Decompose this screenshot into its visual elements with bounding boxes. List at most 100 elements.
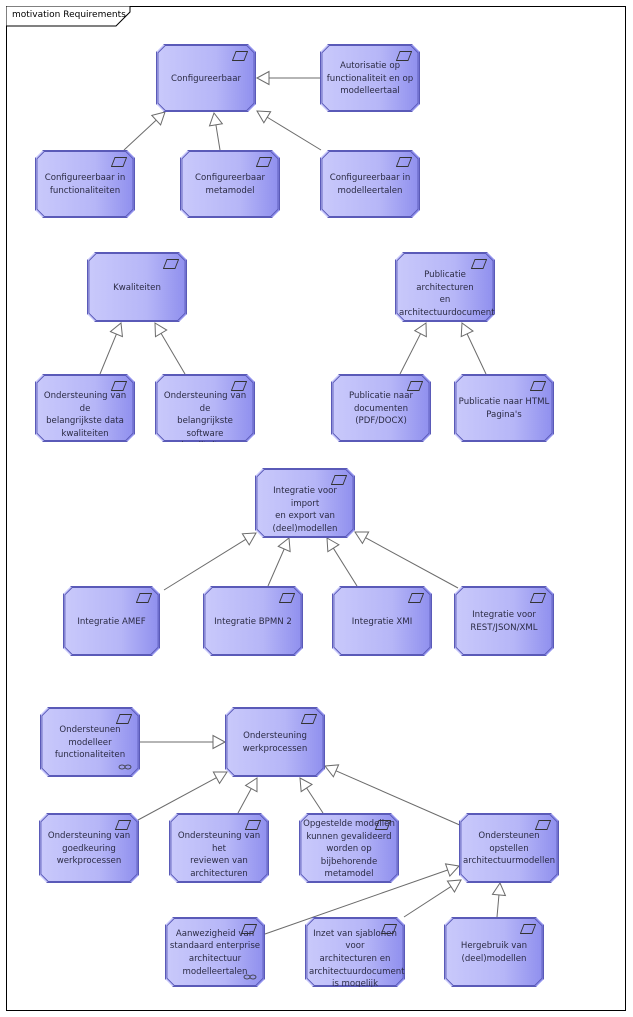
requirement-conf-modelleertalen[interactable]: Configureerbaar in modelleertalen bbox=[320, 150, 420, 218]
requirement-label: Ondersteunen opstellen architectuurmodel… bbox=[463, 831, 556, 867]
requirement-label: Integratie voor import en export van (de… bbox=[272, 486, 338, 534]
requirement-outline bbox=[40, 814, 138, 882]
requirement-label: Ondersteunen modelleer functionaliteiten bbox=[54, 725, 126, 761]
requirement-parallelogram-icon bbox=[331, 475, 347, 485]
requirement-outline bbox=[88, 253, 186, 321]
requirement-parallelogram-icon bbox=[530, 593, 546, 603]
requirement-outline bbox=[41, 708, 139, 776]
requirement-label: Ondersteuning van het reviewen van archi… bbox=[177, 831, 261, 879]
requirement-label: Publicatie naar documenten (PDF/DOCX) bbox=[349, 391, 413, 427]
requirement-autorisatie[interactable]: Autorisatie op functionaliteit en op mod… bbox=[320, 44, 420, 112]
requirement-parallelogram-icon bbox=[115, 820, 131, 830]
requirement-integratie-xmi[interactable]: Integratie XMI bbox=[332, 586, 432, 656]
requirement-integratie-amef[interactable]: Integratie AMEF bbox=[63, 586, 160, 656]
requirement-parallelogram-icon bbox=[396, 157, 412, 167]
relation-inzet-sjablonen-to-ondersteunen-opstellen bbox=[403, 879, 462, 918]
requirement-ondersteunen-opstellen[interactable]: Ondersteunen opstellen architectuurmodel… bbox=[459, 813, 559, 883]
requirement-ondersteuning-data[interactable]: Ondersteuning van de belangrijkste data … bbox=[35, 374, 135, 442]
relation-integratie-amef-to-integratie bbox=[163, 532, 257, 591]
requirement-parallelogram-icon bbox=[381, 924, 397, 934]
requirement-outline bbox=[36, 151, 134, 217]
requirement-outline bbox=[256, 469, 354, 537]
requirement-ondersteuning-werkprocessen[interactable]: Ondersteuning werkprocessen bbox=[225, 707, 325, 777]
relation-publicatie-documenten-to-publicatie bbox=[399, 322, 427, 375]
requirement-label: Integratie AMEF bbox=[77, 616, 146, 627]
requirement-ondersteuning-goedkeuring[interactable]: Ondersteuning van goedkeuring werkproces… bbox=[39, 813, 139, 883]
requirement-outline bbox=[396, 253, 494, 321]
requirement-parallelogram-icon bbox=[396, 51, 412, 61]
requirement-kwaliteiten[interactable]: Kwaliteiten bbox=[87, 252, 187, 322]
requirement-outline bbox=[181, 151, 279, 217]
requirement-integratie[interactable]: Integratie voor import en export van (de… bbox=[255, 468, 355, 538]
requirement-label: Kwaliteiten bbox=[113, 282, 161, 293]
requirement-integratie-rest[interactable]: Integratie voor REST/JSON/XML bbox=[454, 586, 554, 656]
requirement-outline bbox=[157, 45, 255, 111]
requirement-label: Ondersteuning van de belangrijkste data … bbox=[43, 391, 127, 439]
requirement-label: Configureerbaar in modelleertalen bbox=[329, 173, 411, 196]
requirement-label: Hergebruik van (deel)modellen bbox=[460, 941, 528, 964]
requirement-label: Ondersteuning werkprocessen bbox=[242, 731, 308, 754]
requirement-outline bbox=[36, 375, 134, 441]
relation-ondersteuning-data-to-kwaliteiten bbox=[99, 322, 124, 375]
requirement-opgestelde-modellen[interactable]: Opgestelde modellen kunnen gevalideerd w… bbox=[299, 813, 399, 883]
requirement-label: Opgestelde modellen kunnen gevalideerd w… bbox=[303, 819, 395, 880]
requirement-ondersteunen-modelleer[interactable]: Ondersteunen modelleer functionaliteiten bbox=[40, 707, 140, 777]
requirement-parallelogram-icon bbox=[111, 381, 127, 391]
requirement-outline bbox=[300, 814, 398, 882]
requirement-parallelogram-icon bbox=[535, 820, 551, 830]
requirement-hergebruik[interactable]: Hergebruik van (deel)modellen bbox=[444, 917, 544, 987]
requirement-parallelogram-icon bbox=[245, 820, 261, 830]
relation-aanwezigheid-to-ondersteunen-opstellen bbox=[264, 863, 460, 935]
requirement-label: Ondersteuning van goedkeuring werkproces… bbox=[47, 831, 131, 867]
requirement-ondersteuning-software[interactable]: Ondersteuning van de belangrijkste softw… bbox=[155, 374, 255, 442]
requirement-configureerbaar[interactable]: Configureerbaar bbox=[156, 44, 256, 112]
requirement-label: Integratie BPMN 2 bbox=[214, 616, 292, 627]
requirement-parallelogram-icon bbox=[530, 381, 546, 391]
requirement-label: Configureerbaar in functionaliteiten bbox=[44, 173, 126, 196]
requirement-parallelogram-icon bbox=[116, 714, 132, 724]
requirement-outline bbox=[333, 587, 431, 655]
relation-ondersteuning-reviewen-to-ondersteuning-werkprocessen bbox=[237, 777, 258, 814]
relation-conf-metamodel-to-configureerbaar bbox=[208, 111, 224, 151]
requirement-outline bbox=[226, 708, 324, 776]
diagram-title-tab bbox=[6, 6, 131, 27]
requirement-publicatie-html[interactable]: Publicatie naar HTML Pagina's bbox=[454, 374, 554, 442]
requirement-aanwezigheid[interactable]: Aanwezigheid van standaard enterprise ar… bbox=[165, 917, 265, 987]
requirement-label: Autorisatie op functionaliteit en op mod… bbox=[326, 61, 414, 97]
relation-integratie-rest-to-integratie bbox=[354, 531, 459, 589]
requirement-outline bbox=[64, 587, 159, 655]
requirement-outline bbox=[460, 814, 558, 882]
requirement-inzet-sjablonen[interactable]: Inzet van sjablonen voor architecturen e… bbox=[305, 917, 405, 987]
requirement-parallelogram-icon bbox=[407, 381, 423, 391]
relation-integratie-xmi-to-integratie bbox=[326, 537, 358, 587]
requirement-label: Publicatie architecturen en architectuur… bbox=[399, 270, 506, 318]
requirement-parallelogram-icon bbox=[231, 381, 247, 391]
relation-conf-modelleertalen-to-configureerbaar bbox=[256, 110, 322, 151]
requirement-publicatie-documenten[interactable]: Publicatie naar documenten (PDF/DOCX) bbox=[331, 374, 431, 442]
requirement-label: Integratie XMI bbox=[351, 616, 413, 627]
requirement-parallelogram-icon bbox=[111, 157, 127, 167]
requirement-conf-functionaliteiten[interactable]: Configureerbaar in functionaliteiten bbox=[35, 150, 135, 218]
relation-publicatie-html-to-publicatie bbox=[460, 322, 487, 375]
requirement-label: Configureerbaar bbox=[171, 73, 241, 84]
requirement-parallelogram-icon bbox=[241, 924, 257, 934]
requirement-integratie-bpmn[interactable]: Integratie BPMN 2 bbox=[203, 586, 303, 656]
requirement-outline bbox=[332, 375, 430, 441]
requirement-outline bbox=[455, 375, 553, 441]
link-chain-icon bbox=[243, 974, 257, 980]
requirement-label: Integratie voor REST/JSON/XML bbox=[470, 610, 538, 633]
requirement-parallelogram-icon bbox=[301, 714, 317, 724]
relation-ondersteunen-modelleer-to-ondersteuning-werkprocessen bbox=[140, 734, 227, 750]
requirement-parallelogram-icon bbox=[408, 593, 424, 603]
requirement-parallelogram-icon bbox=[471, 259, 487, 269]
requirement-ondersteuning-reviewen[interactable]: Ondersteuning van het reviewen van archi… bbox=[169, 813, 269, 883]
relation-ondersteuning-goedkeuring-to-ondersteuning-werkprocessen bbox=[137, 771, 228, 821]
relation-ondersteuning-software-to-kwaliteiten bbox=[154, 322, 186, 375]
requirement-label: Inzet van sjablonen voor architecturen e… bbox=[309, 928, 416, 990]
diagram-frame bbox=[6, 6, 626, 1011]
requirement-publicatie[interactable]: Publicatie architecturen en architectuur… bbox=[395, 252, 495, 322]
requirement-conf-metamodel[interactable]: Configureerbaar metamodel bbox=[180, 150, 280, 218]
requirement-outline bbox=[306, 918, 404, 986]
requirement-parallelogram-icon bbox=[136, 593, 152, 603]
